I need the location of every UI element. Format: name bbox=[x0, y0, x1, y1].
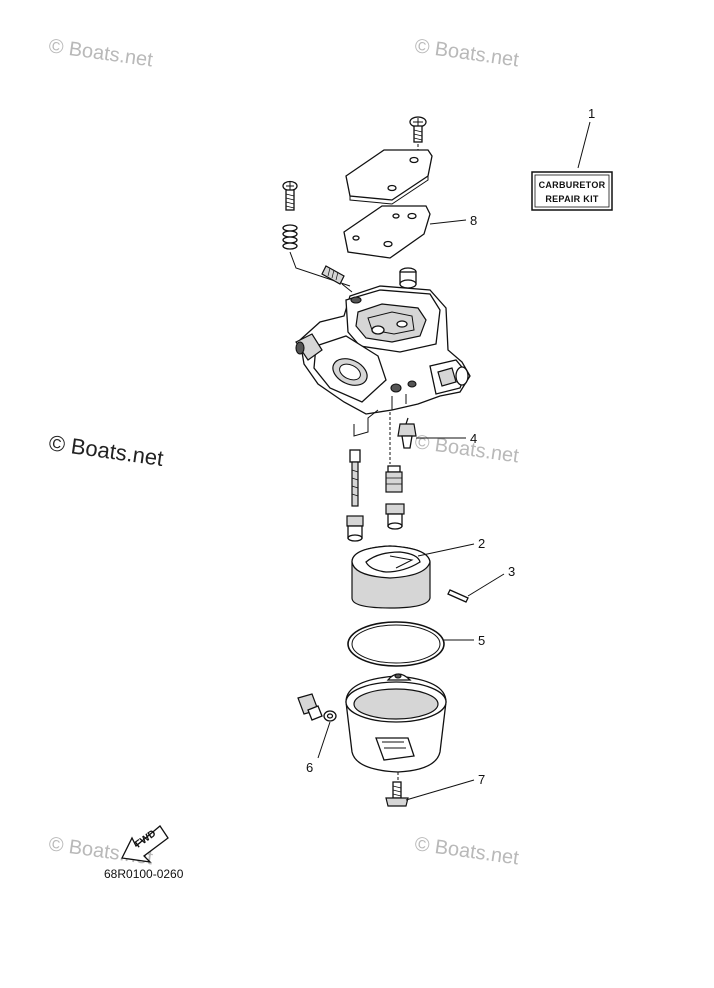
needle-valve-4 bbox=[397, 417, 417, 449]
watermark-top-left: © Boats.net bbox=[47, 35, 154, 71]
float-pin-3 bbox=[447, 589, 469, 603]
float-bowl bbox=[345, 673, 447, 780]
gasket-8 bbox=[343, 205, 431, 259]
callout-5: 5 bbox=[478, 633, 485, 648]
spring-icon bbox=[282, 224, 298, 250]
callout-3: 3 bbox=[508, 564, 515, 579]
callout-8: 8 bbox=[470, 213, 477, 228]
drain-screw-icon bbox=[297, 693, 323, 721]
main-jet-right-icon bbox=[385, 503, 405, 530]
leader-1 bbox=[577, 121, 591, 169]
callout-2: 2 bbox=[478, 536, 485, 551]
watermark-mid-left: © Boats.net bbox=[47, 430, 165, 471]
leader-3 bbox=[467, 573, 505, 597]
leader-6 bbox=[317, 721, 331, 759]
repair-kit-box: CARBURETOR REPAIR KIT bbox=[531, 171, 613, 211]
diagram-code: 68R0100-0260 bbox=[104, 867, 184, 881]
callout-7: 7 bbox=[478, 772, 485, 787]
o-ring-5 bbox=[347, 621, 445, 667]
cap-icon bbox=[399, 267, 417, 300]
pilot-jet-icon bbox=[385, 465, 403, 493]
leader-body-left bbox=[353, 409, 379, 437]
callout-1: 1 bbox=[588, 106, 595, 121]
main-nozzle-icon bbox=[349, 449, 361, 507]
cover-plate bbox=[345, 149, 433, 205]
carburetor-body bbox=[295, 285, 471, 415]
float-2 bbox=[351, 545, 431, 609]
fwd-arrow-icon: FWD bbox=[121, 825, 169, 863]
main-jet-left-icon bbox=[346, 515, 364, 542]
callout-4: 4 bbox=[470, 431, 477, 446]
kit-label-line2: REPAIR KIT bbox=[545, 194, 599, 204]
kit-label-line1: CARBURETOR bbox=[539, 180, 606, 190]
washer-6 bbox=[323, 710, 337, 722]
watermark-top-right: © Boats.net bbox=[413, 35, 520, 71]
needle-jet-icon bbox=[321, 265, 353, 293]
callout-6: 6 bbox=[306, 760, 313, 775]
leader-7 bbox=[405, 779, 475, 801]
top-screw-icon bbox=[409, 116, 427, 160]
leader-8 bbox=[429, 219, 467, 225]
leader-2 bbox=[417, 543, 475, 557]
pilot-screw-icon bbox=[282, 180, 298, 211]
watermark-bottom-right: © Boats.net bbox=[413, 833, 520, 869]
bowl-screw-7 bbox=[385, 781, 409, 807]
watermark-mid-right: © Boats.net bbox=[413, 431, 520, 467]
